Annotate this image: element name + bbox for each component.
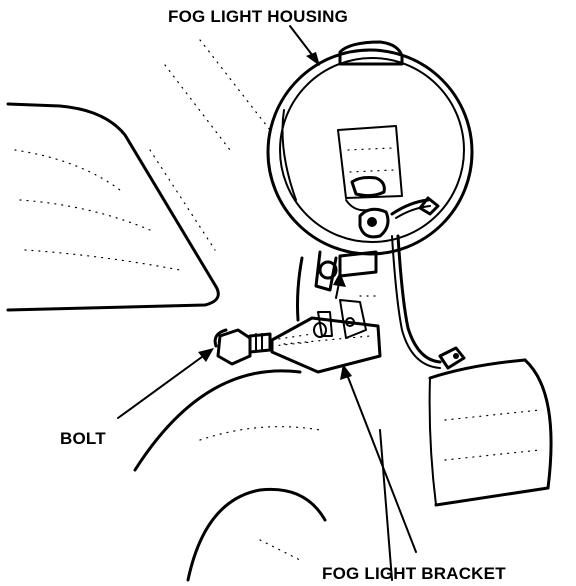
leader-bolt [117,348,214,419]
label-bolt: BOLT [60,429,106,448]
bolt [213,322,327,366]
fog-light-bracket [270,250,382,374]
label-fog-light-bracket: FOG LIGHT BRACKET [322,564,506,583]
vehicle-body-panel [6,39,271,312]
wiring-harness [390,196,466,370]
fog-light-housing [266,40,474,256]
bumper-fascia [133,358,553,582]
leader-bracket [340,364,417,553]
label-fog-light-housing: FOG LIGHT HOUSING [168,7,348,26]
leader-housing [289,25,320,66]
